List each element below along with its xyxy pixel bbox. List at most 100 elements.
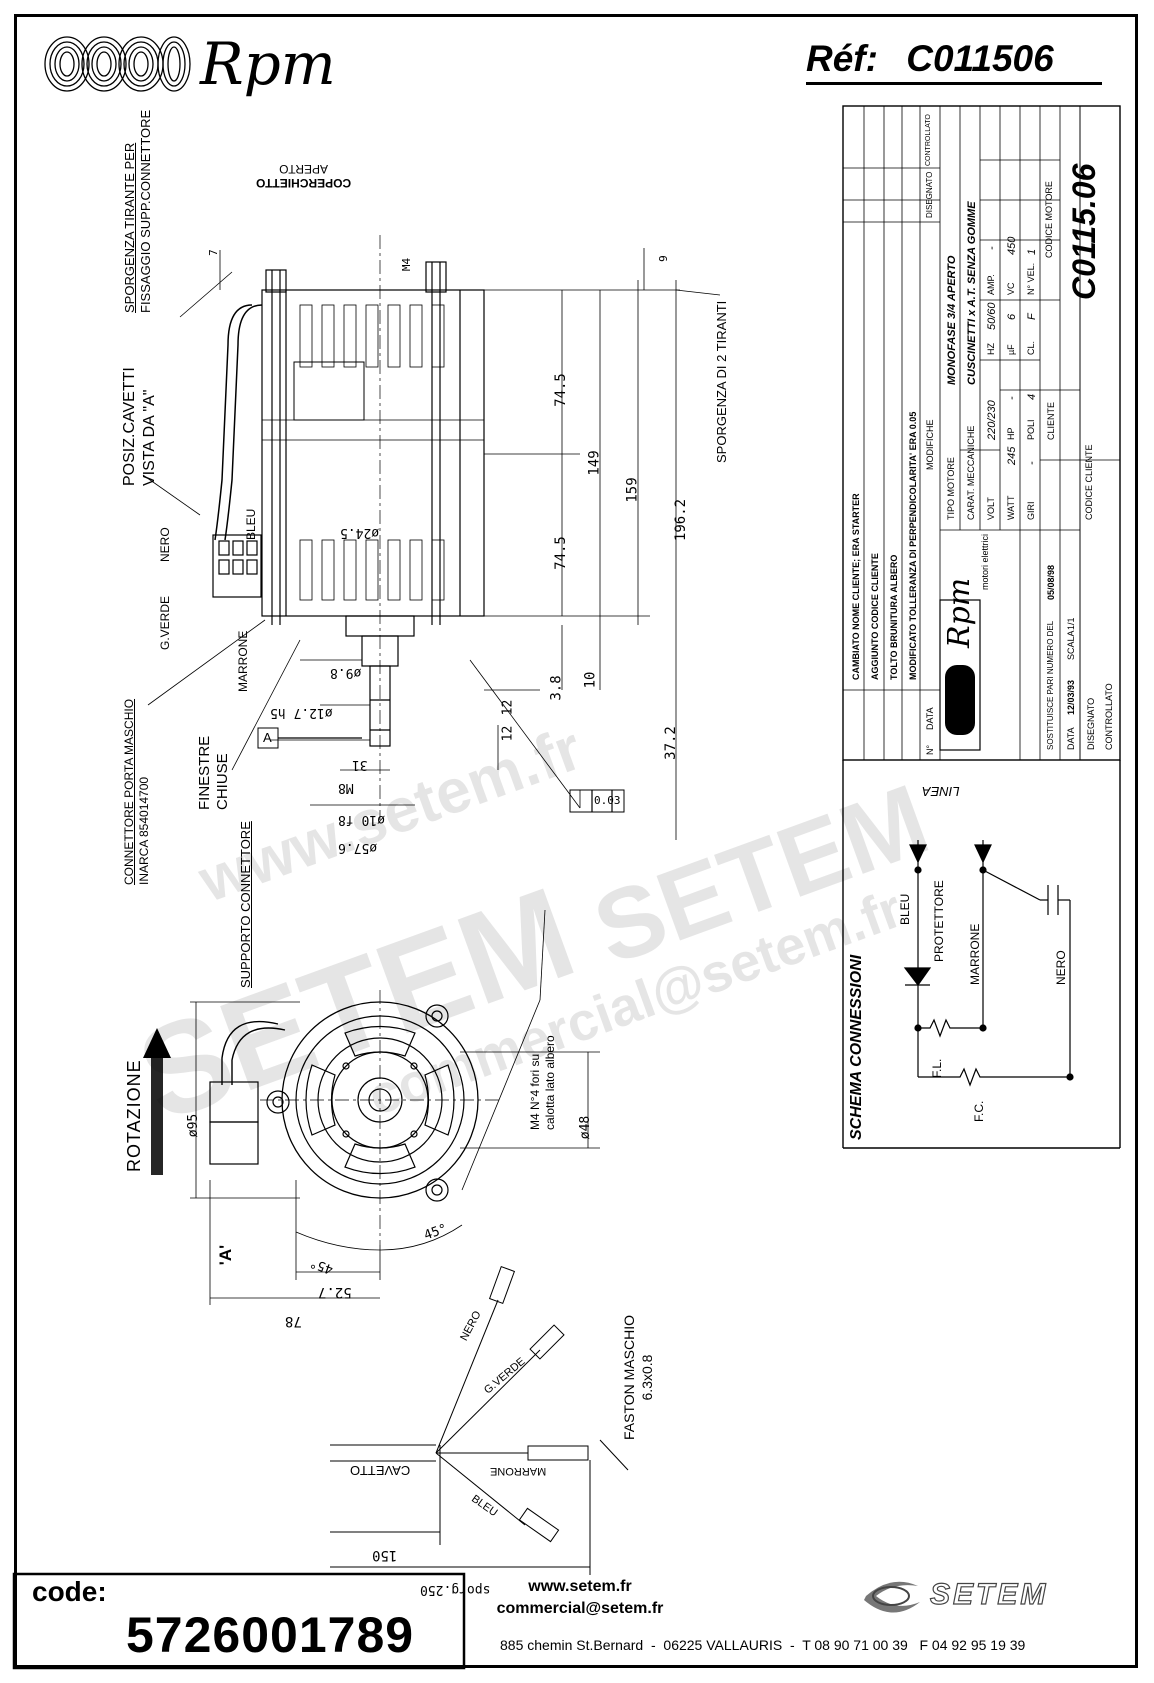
tb-watt-label: WATT	[1006, 495, 1016, 521]
dim-127: ø12.7 h5	[270, 705, 333, 720]
rev-row-1: CAMBIATO NOME CLIENTE; ERA STARTER	[851, 493, 861, 680]
reference: Réf: C011506	[806, 38, 1102, 85]
label-coperchietto: COPERCHIETTO APERTO	[256, 162, 351, 190]
tb-codice-cliente: CODICE CLIENTE	[1084, 444, 1094, 520]
schema-nero: NERO	[1054, 950, 1068, 985]
tb-giri: -	[1026, 461, 1038, 465]
label-faston-1: FASTON MASCHIO	[621, 1315, 637, 1440]
tb-rpm-icon	[945, 665, 975, 735]
tb-sostituisce: SOSTITUISCE PARI NUMERO DEL	[1046, 620, 1055, 750]
tb-codice-motore-label: CODICE MOTORE	[1044, 181, 1054, 258]
tb-cliente-label: CLIENTE	[1046, 401, 1056, 440]
dim-38: 3.8	[548, 675, 565, 701]
schema-marrone: MARRONE	[968, 923, 982, 985]
motor-body	[261, 289, 485, 617]
dim-98: ø9.8	[330, 665, 362, 680]
label-nero: NERO	[158, 527, 172, 562]
tb-nvel: 1	[1026, 248, 1038, 255]
label-a-box: A	[263, 730, 272, 745]
ref-label: Réf:	[806, 38, 878, 79]
tb-poli: 4	[1026, 393, 1038, 400]
tb-company: Rpm	[942, 577, 977, 648]
tb-nvel-label: N° VEL.	[1026, 262, 1036, 295]
tb-codice-motore: C0115.06	[1066, 163, 1102, 300]
dim-74a: 74.5	[552, 373, 569, 407]
label-finestre-1: FINESTRE	[196, 735, 213, 810]
col-data: DATA	[925, 707, 935, 730]
schema-title: SCHEMA CONNESSIONI	[848, 954, 865, 1140]
tb-hz-label: HZ	[986, 343, 996, 355]
rpm-coil-icon	[44, 36, 191, 92]
dim-196: 196.2	[673, 498, 690, 542]
label-bleu: BLEU	[244, 508, 258, 540]
label-sporgenza-2: FISSAGGIO SUPP.CONNETTORE	[138, 109, 153, 313]
tb-hp-label: HP	[1006, 427, 1016, 440]
tb-scala-label: SCALA	[1066, 630, 1076, 660]
tb-uf: 6	[1006, 313, 1018, 320]
tb-disegnato: DISEGNATO	[1086, 697, 1096, 750]
dim-31: 31	[352, 757, 368, 772]
label-posiz-2: VISTA DA "A"	[141, 389, 158, 486]
schema-linea: LINEA	[922, 784, 960, 799]
dim-7: 7	[206, 249, 220, 256]
label-inarca: INARCA 854014700	[137, 776, 151, 885]
label-marrone: MARRONE	[236, 630, 250, 692]
tb-vc: 450	[1006, 236, 1018, 255]
tb-poli-label: POLI	[1026, 419, 1036, 440]
schema-protettore: PROTETTORE	[932, 880, 946, 962]
label-a-view: 'A'	[216, 1244, 236, 1266]
dim-78: 78	[285, 1313, 302, 1329]
tb-carat: CUSCINETTI x A.T. SENZA GOMME	[966, 201, 978, 385]
dim-245: ø24.5	[340, 525, 380, 540]
tb-controllato: CONTROLLATO	[1104, 683, 1114, 750]
schema-fc: F.C.	[972, 1100, 986, 1122]
rpm-brand: Rpm	[200, 30, 336, 98]
label-coperchietto-1: COPERCHIETTO	[256, 176, 352, 190]
tb-data-label: DATA	[1066, 727, 1076, 750]
label-connettore-1: CONNETTORE PORTA MASCHIO	[122, 698, 136, 885]
col-modifiche: MODIFICHE	[925, 419, 935, 471]
setem-logo: SETEM	[856, 1572, 1106, 1622]
dim-m4: M4	[400, 257, 414, 272]
label-finestre: FINESTRE CHIUSE	[196, 736, 232, 810]
dim-159: 159	[624, 477, 641, 503]
tb-cl: F	[1026, 313, 1038, 320]
footer-website[interactable]: www.setem.fr	[528, 1578, 632, 1595]
tb-amp-label: AMP.	[986, 274, 996, 295]
label-aperto: APERTO	[279, 162, 329, 176]
tb-hp: -	[1006, 396, 1018, 400]
tb-hz: 50/60	[986, 302, 998, 330]
dim-48: ø48	[578, 1115, 594, 1140]
connector-block	[212, 534, 262, 598]
ref-value: C011506	[906, 38, 1054, 79]
col-no: N°	[925, 744, 935, 755]
footer-email[interactable]: commercial@setem.fr	[496, 1600, 664, 1617]
label-sporgenza: SPORGENZA TIRANTE PER FISSAGGIO SUPP.CON…	[122, 110, 154, 313]
label-connettore: CONNETTORE PORTA MASCHIO INARCA 85401470…	[122, 699, 152, 885]
label-posiz-1: POSIZ.CAVETTI	[121, 367, 138, 486]
label-chiuse: CHIUSE	[214, 753, 231, 810]
tb-cl-label: CL.	[1026, 340, 1036, 355]
dim-10: 10	[582, 671, 599, 689]
tb-sost-date: 05/08/98	[1046, 564, 1056, 600]
tb-uf-label: µF	[1006, 344, 1016, 355]
label-sporgenza-tiranti: SPORGENZA DI 2 TIRANTI	[714, 300, 729, 463]
label-cavetto: CAVETTO	[350, 1463, 411, 1478]
page-frame	[14, 14, 1138, 1668]
rpm-logo: Rpm	[42, 30, 352, 98]
tb-watt: 245	[1006, 446, 1018, 465]
footer-address: 885 chemin St.Bernard - 06225 VALLAURIS …	[500, 1637, 1026, 1653]
tb-volt-label: VOLT	[986, 497, 996, 520]
label-posiz: POSIZ.CAVETTI VISTA DA "A"	[120, 367, 160, 486]
tb-giri-label: GIRI	[1026, 501, 1036, 520]
tb-data-value: 12/03/93	[1066, 679, 1076, 715]
tb-company-sub: motori elettrici	[980, 533, 990, 590]
label-rotazione: ROTAZIONE	[124, 1059, 144, 1172]
label-faston: FASTON MASCHIO 6.3x0.8	[620, 1315, 656, 1440]
label-wire-marrone: MARRONE	[490, 1465, 547, 1477]
tb-scala-value: 1/1	[1066, 617, 1076, 630]
tb-carat-label: CARAT. MECCANICHE	[966, 425, 976, 520]
setem-logo-text: SETEM	[929, 1577, 1049, 1611]
code-value: 5726001789	[126, 1607, 415, 1663]
